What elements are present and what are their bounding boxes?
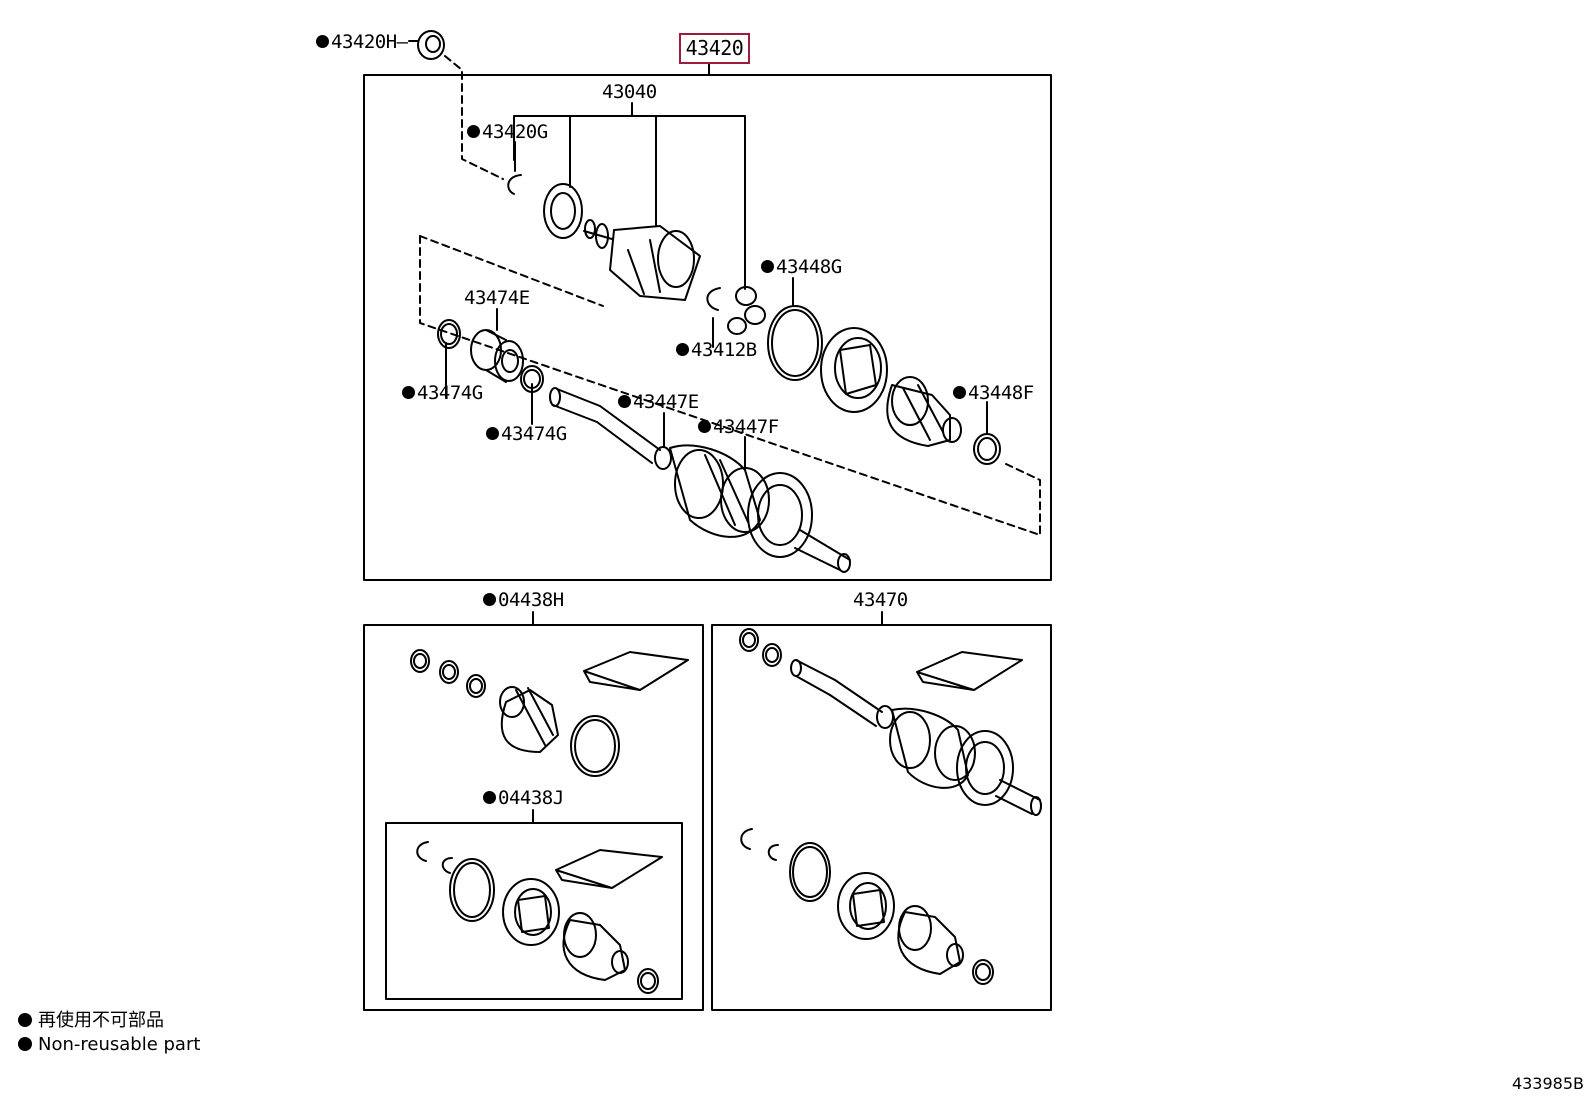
kit-04438h-drawing — [410, 649, 689, 777]
drive-shaft-drawing — [549, 387, 851, 573]
callout-43474e[interactable]: 43474E — [464, 287, 530, 309]
legend-dot — [18, 1013, 32, 1027]
shaft-43470-drawing — [739, 628, 1042, 985]
callout-43447f[interactable]: 43447F — [698, 418, 779, 437]
callout-04438j[interactable]: 04438J — [483, 789, 564, 808]
legend-japanese: 再使用不可部品 — [18, 1012, 164, 1030]
non-reusable-dot — [316, 35, 329, 48]
callout-43420h[interactable]: 43420H– — [316, 33, 408, 52]
callout-43420g[interactable]: 43420G — [467, 123, 548, 142]
non-reusable-dot — [467, 125, 480, 138]
callout-43474g-lower[interactable]: 43474G — [486, 425, 567, 444]
figure-reference: 433985B — [1511, 1074, 1584, 1093]
frame-main-assembly — [363, 74, 1052, 581]
frame-04438j-kit — [385, 822, 683, 1000]
non-reusable-dot — [483, 593, 496, 606]
non-reusable-dot — [483, 791, 496, 804]
callout-43448g[interactable]: 43448G — [761, 258, 842, 277]
damper-43474e — [470, 329, 524, 383]
seal-drawing — [543, 183, 583, 239]
nut-43420h-drawing — [417, 30, 445, 60]
frame-43470-shaft — [711, 624, 1052, 1011]
callout-43474g-upper[interactable]: 43474G — [402, 384, 483, 403]
outer-boot-drawing — [886, 376, 962, 447]
boot-clamp-43448g — [767, 305, 823, 381]
callout-04438h[interactable]: 04438H — [483, 591, 564, 610]
clamp-43474g-left — [437, 319, 461, 349]
callout-43447e[interactable]: 43447E — [618, 393, 699, 412]
non-reusable-dot — [676, 343, 689, 356]
non-reusable-dot — [618, 395, 631, 408]
kit-04438j-drawing — [416, 841, 663, 994]
main-part-number[interactable]: 43420 — [679, 33, 750, 64]
inboard-joint-drawing — [583, 219, 701, 301]
snap-ring-43412b — [706, 287, 721, 311]
callout-43470[interactable]: 43470 — [853, 589, 908, 611]
non-reusable-dot — [698, 420, 711, 433]
tripod-drawing — [727, 286, 766, 335]
inner-boot-drawing — [820, 327, 888, 413]
clamp-43474g-right — [520, 365, 544, 393]
callout-43448f[interactable]: 43448F — [953, 384, 1034, 403]
leader-lines — [408, 40, 988, 824]
dashed-lines — [419, 55, 1041, 536]
non-reusable-dot — [953, 386, 966, 399]
non-reusable-dot — [486, 427, 499, 440]
non-reusable-dot — [761, 260, 774, 273]
callout-43040[interactable]: 43040 — [602, 81, 657, 103]
clamp-43448f — [973, 433, 1001, 465]
legend-dot — [18, 1037, 32, 1051]
callout-43412b[interactable]: 43412B — [676, 341, 757, 360]
non-reusable-dot — [402, 386, 415, 399]
legend-english: Non-reusable part — [18, 1036, 200, 1054]
snap-ring-43420g — [507, 174, 522, 195]
